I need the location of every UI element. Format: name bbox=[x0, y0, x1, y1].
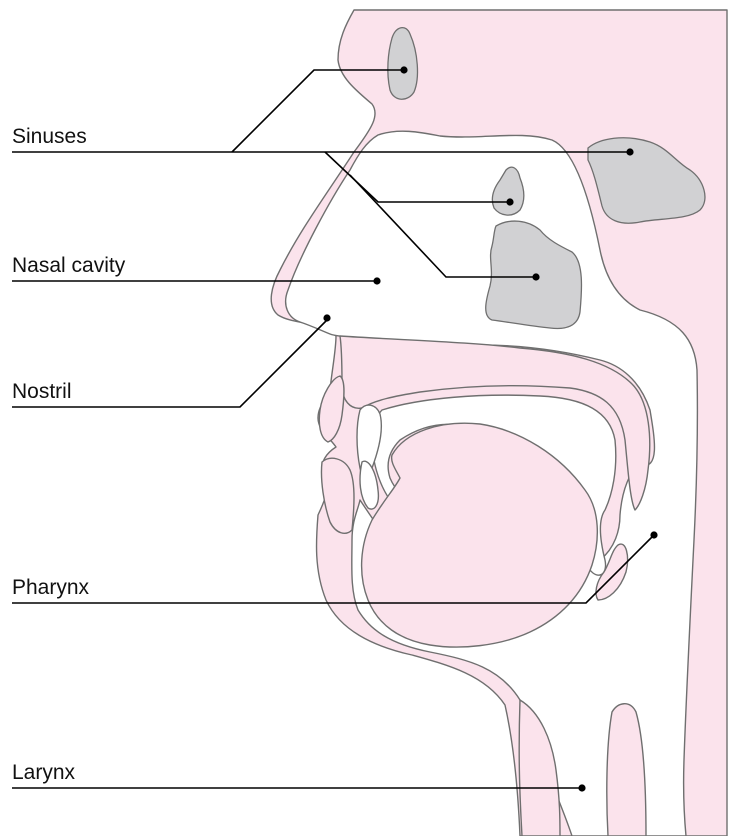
larynx-pointer bbox=[578, 784, 585, 791]
nostril-label: Nostril bbox=[12, 380, 72, 403]
larynx-label: Larynx bbox=[12, 761, 76, 784]
sinuses-label: Sinuses bbox=[12, 125, 87, 148]
nostril-pointer bbox=[323, 314, 330, 321]
diagram-labels: Sinuses Nasal cavity Nostril Pharynx Lar… bbox=[12, 125, 126, 784]
pharynx-label: Pharynx bbox=[12, 576, 90, 599]
pharynx-pointer bbox=[650, 531, 657, 538]
head-anatomy bbox=[271, 10, 727, 836]
maxillary-sinus-pointer bbox=[532, 273, 539, 280]
frontal-sinus-pointer bbox=[400, 66, 407, 73]
ethmoid-sinus-pointer bbox=[506, 198, 513, 205]
sphenoid-sinus-pointer bbox=[626, 148, 633, 155]
nasal-cavity-label: Nasal cavity bbox=[12, 254, 126, 277]
nasal-cavity-pointer bbox=[373, 277, 380, 284]
